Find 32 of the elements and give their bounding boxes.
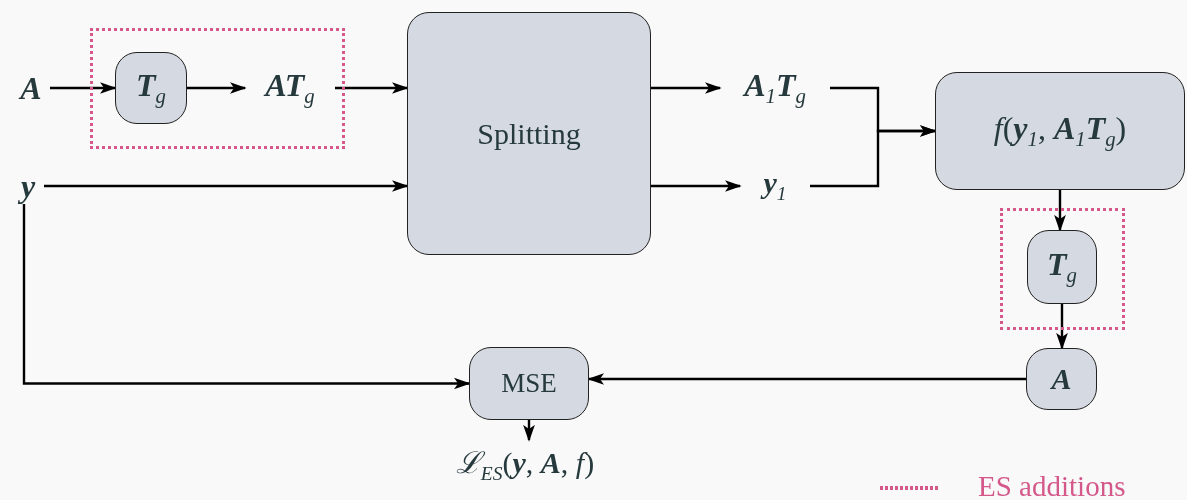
- box-label: Splitting: [477, 118, 581, 149]
- box-label: T$_{g}$: [1047, 247, 1077, 287]
- math-label: ℒ$_{ES}$(y, A, f): [455, 448, 595, 484]
- math-label: A$_{1}$T$_{g}$: [744, 68, 806, 108]
- process-box: [469, 347, 589, 420]
- math-label: y: [20, 170, 36, 202]
- arrow: [651, 180, 742, 192]
- arrow: [651, 82, 722, 94]
- dotted-group-box: [1000, 208, 1125, 330]
- legend-label: ES additions: [978, 470, 1126, 500]
- box-label: T$_{g}$: [136, 68, 166, 108]
- math-label: A: [20, 72, 42, 104]
- arrow: [187, 82, 247, 94]
- box-label: MSE: [501, 370, 557, 397]
- process-box: [935, 72, 1185, 190]
- arrow: [810, 125, 937, 188]
- arrow: [44, 180, 409, 192]
- arrow: [335, 82, 409, 94]
- arrow: [50, 82, 117, 94]
- operator-box: [1027, 230, 1097, 304]
- box-label: f(y$_{1}$, A$_{1}$T$_{g}$): [993, 111, 1127, 151]
- arrow: [587, 373, 1026, 385]
- arrow: [1056, 304, 1068, 350]
- arrow: [1054, 190, 1066, 232]
- box-label: A: [1051, 364, 1072, 394]
- dotted-group-box: [90, 28, 345, 149]
- operator-box: [1026, 348, 1097, 410]
- math-label: AT$_{g}$: [265, 68, 315, 108]
- arrow: [523, 420, 535, 442]
- operator-box: [115, 52, 187, 124]
- process-box: [407, 12, 651, 255]
- arrow: [22, 204, 471, 390]
